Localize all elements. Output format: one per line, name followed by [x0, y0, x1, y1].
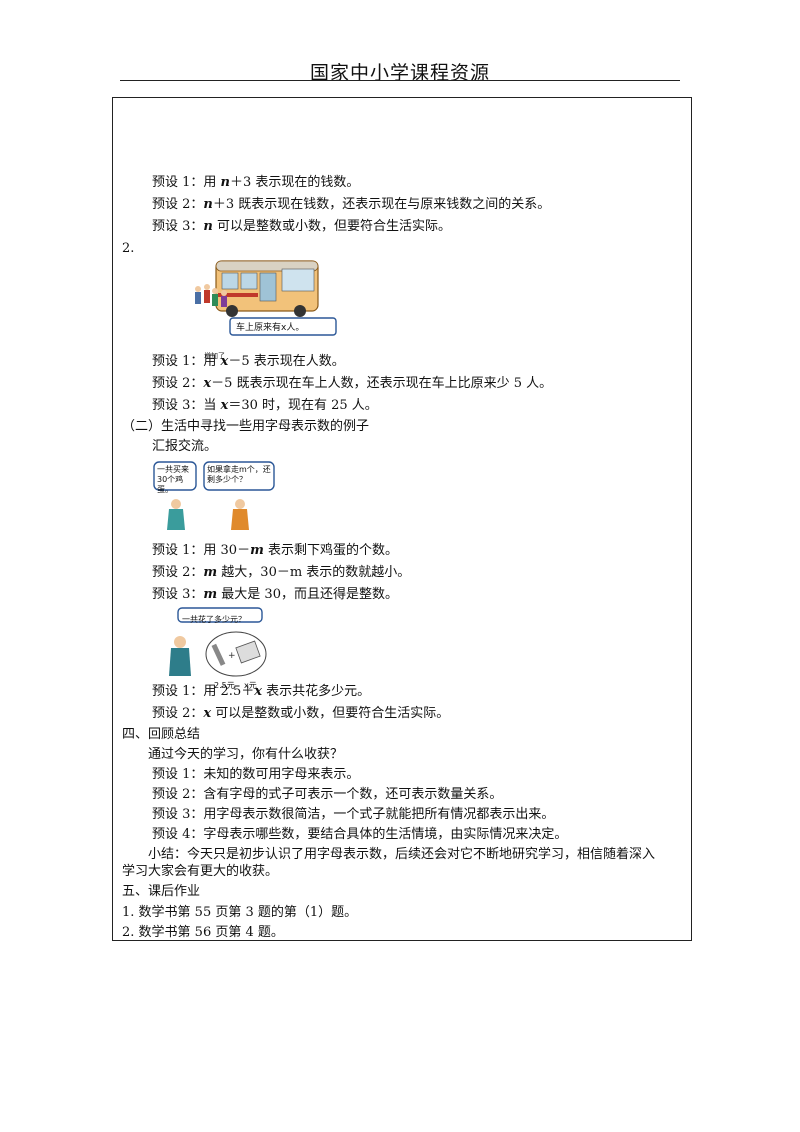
section-heading: 五、课后作业	[122, 884, 201, 899]
passenger-body	[212, 294, 218, 306]
preset-line: 预设 3：当 x＝30 时，现在有 25 人。	[152, 398, 378, 413]
passenger-head	[221, 290, 227, 296]
person-body	[169, 648, 191, 676]
preset-line: 预设 2：n＋3 既表示现在钱数，还表示现在与原来钱数之间的关系。	[152, 197, 551, 212]
bus-wheel	[294, 305, 306, 317]
section-heading: 四、回顾总结	[122, 727, 201, 742]
review-preset: 预设 3：用字母表示数很简洁，一个式子就能把所有情况都表示出来。	[152, 807, 555, 822]
person-body	[231, 509, 249, 530]
header-rule	[120, 80, 680, 81]
passenger-head	[204, 284, 210, 290]
content-frame	[112, 97, 692, 941]
bus-sign-text: 车上原来有x人。	[236, 323, 305, 333]
price-left: 2.5元	[214, 681, 235, 690]
review-question: 通过今天的学习，你有什么收获？	[148, 747, 344, 762]
bus-sign-box	[229, 317, 337, 336]
speech-bubble	[177, 607, 263, 623]
preset-line: 预设 1：用 30－m 表示剩下鸡蛋的个数。	[152, 543, 398, 558]
plus-sign: +	[228, 651, 236, 661]
bus-illustration	[195, 260, 337, 336]
homework-item: 2. 数学书第 56 页第 4 题。	[122, 925, 284, 940]
person-head	[235, 499, 245, 509]
passenger-head	[212, 288, 218, 294]
handwritten-note: 增加了	[204, 352, 225, 360]
homework-item: 1. 数学书第 55 页第 3 题的第（1）题。	[122, 905, 358, 920]
item-number: 2.	[122, 241, 135, 256]
review-preset: 预设 2：含有字母的式子可表示一个数，还可表示数量关系。	[152, 787, 503, 802]
person-body	[167, 509, 185, 530]
preset-line: 预设 2：x－5 既表示现在车上人数，还表示现在车上比原来少 5 人。	[152, 376, 553, 391]
passenger-body	[195, 292, 201, 304]
section-subtext: 汇报交流。	[152, 439, 218, 454]
review-summary: 小结：今天只是初步认识了用字母表示数，后续还会对它不断地研究学习，相信随着深入学…	[122, 847, 656, 879]
preset-line: 预设 1：用 x－5 表示现在人数。	[152, 354, 345, 369]
passengers-group	[195, 284, 227, 307]
bus-stripe	[218, 293, 258, 297]
preset-line: 预设 2：x 可以是整数或小数，但要符合生活实际。	[152, 706, 450, 721]
book-icon	[235, 640, 261, 664]
preset-line: 预设 2：m 越大，30－m 表示的数就越小。	[152, 565, 411, 580]
shopping-bubble-text: 一共花了多少元？	[182, 615, 246, 624]
preset-line: 预设 1：用 n＋3 表示现在的钱数。	[152, 175, 360, 190]
person-head	[174, 636, 186, 648]
preset-line: 预设 3：m 最大是 30，而且还得是整数。	[152, 587, 398, 602]
speech-bubble-left	[153, 461, 197, 491]
bus-door	[259, 272, 277, 302]
passenger-body	[204, 290, 210, 303]
bus-window	[221, 272, 239, 290]
bus-roof	[215, 260, 319, 272]
bubble-left-text: 一共买来30个鸡蛋。	[157, 465, 189, 494]
page-header-title: 国家中小学课程资源	[309, 62, 490, 84]
preset-line: 预设 3：n 可以是整数或小数，但要符合生活实际。	[152, 219, 451, 234]
section-heading: （二）生活中寻找一些用字母表示数的例子	[122, 419, 370, 434]
bus-window	[240, 272, 258, 290]
review-preset: 预设 4：字母表示哪些数，要结合具体的生活情境，由实际情况来决定。	[152, 827, 568, 842]
person-head	[171, 499, 181, 509]
preset-line: 预设 1：用 2.5＋x 表示共花多少元。	[152, 684, 371, 699]
shopping-illustration: +	[169, 607, 267, 677]
egg-illustration	[153, 461, 275, 530]
passenger-body	[221, 296, 227, 307]
bus-windshield	[281, 268, 315, 292]
speech-bubble-right	[203, 461, 275, 491]
passenger-head	[195, 286, 201, 292]
bus-wheel	[226, 305, 238, 317]
price-right: x元	[244, 681, 257, 690]
bubble-right-text: 如果拿走m个，还剩多少个？	[207, 465, 271, 484]
review-preset: 预设 1：未知的数可用字母来表示。	[152, 767, 360, 782]
pen-icon	[211, 643, 226, 666]
